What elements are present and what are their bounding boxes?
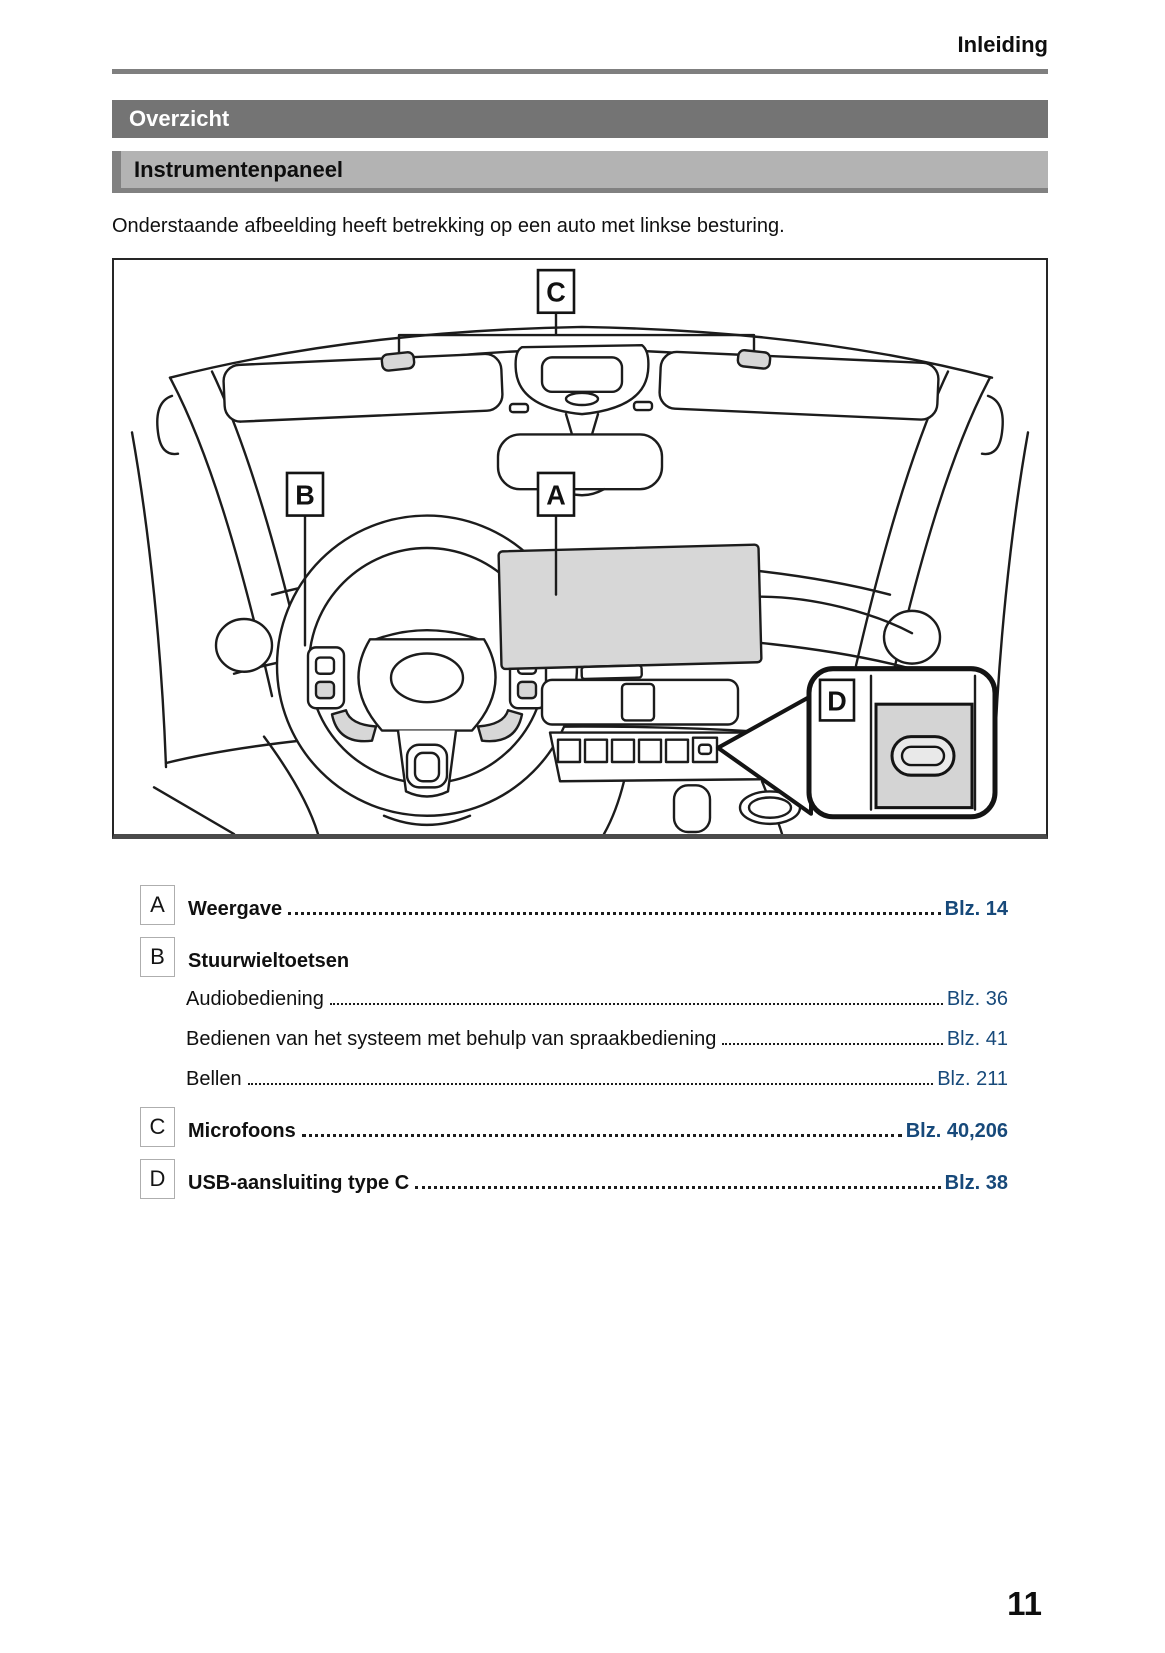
legend-sublabel: Bellen (186, 1068, 242, 1090)
rearview-mirror (496, 412, 664, 497)
chapter-header: Inleiding (957, 32, 1048, 57)
right-grab-handle-icon (980, 394, 1004, 456)
center-display (497, 543, 763, 681)
page-ref-link[interactable]: Blz. 211 (937, 1068, 1008, 1090)
left-paddle (330, 709, 378, 743)
page-number: 11 (1007, 1585, 1042, 1622)
dot-leader (415, 1186, 941, 1189)
legend-badge-d: D (140, 1159, 175, 1199)
legend-subitem-bellen: Bellen Blz. 211 (186, 1067, 1008, 1095)
legend-label: Stuurwieltoetsen (188, 950, 350, 972)
left-a-pillar (130, 370, 306, 769)
label-box-d (818, 678, 856, 722)
dot-leader (329, 1003, 943, 1005)
dot-leader (247, 1083, 934, 1085)
legend-badge-b: B (140, 937, 175, 977)
label-box-c (536, 268, 576, 315)
header-rule (112, 69, 1048, 74)
usb-port-button (691, 736, 719, 764)
page-ref-link[interactable]: Blz. 36 (946, 988, 1008, 1010)
dot-leader (722, 1043, 943, 1045)
label-b: B (295, 479, 315, 510)
legend-item-weergave: A Weergave Blz. 14 (140, 885, 1008, 925)
dashboard-diagram: C (130, 268, 1030, 834)
dashboard-diagram-frame: C (112, 258, 1048, 839)
legend-sublabel: Bedienen van het systeem met behulp van … (186, 1028, 717, 1050)
legend-item-microfoons: C Microfoons Blz. 40,206 (140, 1107, 1008, 1147)
legend-badge-c: C (140, 1107, 175, 1147)
center-stack (540, 678, 802, 834)
legend-label: Weergave (188, 898, 283, 920)
steering-buttons-callout: B (285, 471, 325, 647)
subsection-banner-wrap: Instrumentenpaneel (112, 151, 1048, 193)
left-sun-visor (222, 352, 504, 423)
legend-item-usb: D USB-aansluiting type C Blz. 38 (140, 1159, 1008, 1199)
right-sun-visor (658, 350, 940, 421)
left-air-vent (214, 617, 274, 673)
page-ref-link[interactable]: Blz. 41 (946, 1028, 1008, 1050)
visor-clip-left (508, 402, 530, 414)
legend-list: A Weergave Blz. 14 B Stuurwieltoetsen Au… (112, 885, 1048, 1199)
dot-leader (301, 1134, 902, 1137)
legend-subitem-audiobediening: Audiobediening Blz. 36 (186, 987, 1008, 1015)
legend-subitem-spraakbediening: Bedienen van het systeem met behulp van … (186, 1027, 1008, 1055)
gear-shifter (672, 784, 712, 834)
page-ref-link[interactable]: Blz. 38 (944, 1172, 1008, 1194)
section-banner-overzicht: Overzicht (112, 100, 1048, 138)
page-ref-link[interactable]: Blz. 14 (944, 898, 1008, 920)
page-ref-link[interactable]: Blz. 40,206 (905, 1120, 1008, 1142)
label-box-b (285, 471, 325, 517)
display-callout: A (536, 471, 576, 596)
intro-paragraph: Onderstaande afbeelding heeft betrekking… (112, 215, 785, 237)
left-grab-handle-icon (156, 394, 180, 456)
label-d: D (827, 685, 847, 716)
right-paddle (476, 709, 524, 743)
legend-item-stuurwieltoetsen: B Stuurwieltoetsen (140, 937, 1008, 977)
right-air-vent (882, 609, 942, 665)
usb-inset: D (806, 666, 998, 820)
legend-label: Microfoons (188, 1120, 296, 1142)
label-box-a (536, 471, 576, 517)
label-a: A (546, 479, 566, 510)
legend-sublabel: Audiobediening (186, 988, 324, 1010)
legend-badge-a: A (140, 885, 175, 925)
dot-leader (288, 912, 941, 915)
subsection-banner-instrumentenpaneel: Instrumentenpaneel (121, 151, 1048, 188)
label-c: C (546, 276, 566, 307)
right-microphone-icon (736, 349, 772, 370)
left-microphone-icon (380, 351, 416, 372)
visor-clip-right (632, 400, 654, 412)
overhead-console (514, 343, 650, 416)
legend-label: USB-aansluiting type C (188, 1172, 410, 1194)
microphones-callout: C (380, 268, 772, 372)
